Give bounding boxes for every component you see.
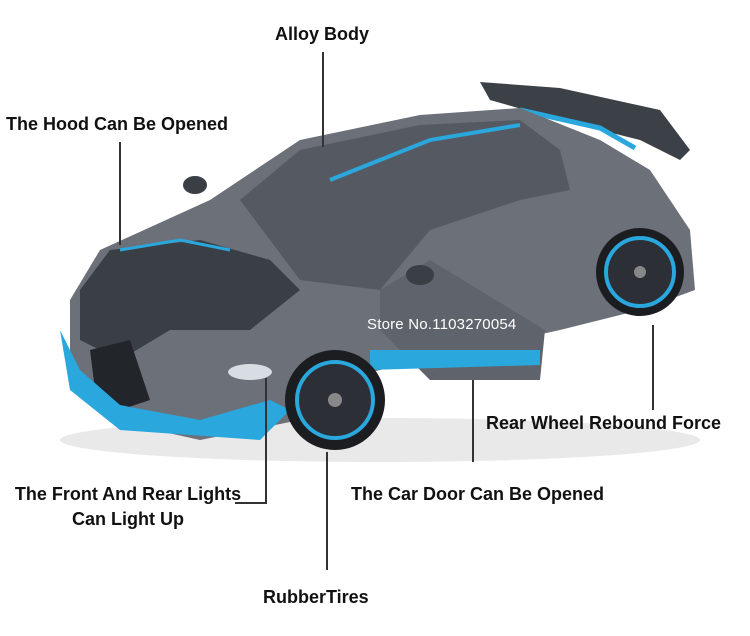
- store-watermark: Store No.1103270054: [367, 316, 517, 333]
- label-tires: RubberTires: [263, 587, 369, 607]
- label-lights-line1: The Front And Rear Lights: [14, 484, 242, 504]
- front-hub: [328, 393, 342, 407]
- pointer-hood: [119, 142, 121, 245]
- door-sill-accent: [370, 350, 540, 370]
- label-hood: The Hood Can Be Opened: [6, 114, 229, 134]
- hood-stripe: [119, 238, 231, 252]
- label-alloy-body: Alloy Body: [275, 24, 370, 44]
- pointer-tires: [326, 452, 328, 570]
- side-mirror-right: [406, 265, 434, 285]
- side-mirror-left: [183, 176, 207, 194]
- roof-stripe: [329, 123, 521, 182]
- pointer-rear-wheel: [652, 325, 654, 410]
- front-splitter: [60, 330, 290, 440]
- rear-wing: [480, 82, 690, 160]
- label-lights-line2: Can Light Up: [72, 509, 184, 529]
- pointer-lights-horizontal: [235, 502, 266, 504]
- headlight: [228, 364, 272, 380]
- rear-hub: [634, 266, 646, 278]
- pointer-lights-vertical: [265, 378, 267, 504]
- label-lights: The Front And Rear Lights Can Light Up: [2, 482, 254, 532]
- cabin: [240, 120, 570, 290]
- pointer-alloy-body: [322, 52, 324, 147]
- label-door: The Car Door Can Be Opened: [351, 484, 605, 504]
- open-hood: [80, 240, 300, 360]
- label-rear-wheel: Rear Wheel Rebound Force: [486, 413, 722, 433]
- pointer-door: [472, 380, 474, 462]
- wing-accent: [519, 107, 637, 151]
